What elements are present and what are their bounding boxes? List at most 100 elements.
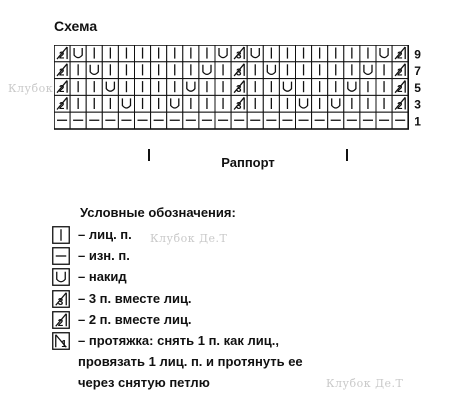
chart-cell-k [166,45,184,63]
chart-cell-yo [198,61,216,80]
chart-cell-k [311,94,329,113]
legend-item-text: – 3 п. вместе лиц. [78,291,192,306]
chart-cell-k3tog: 3 [230,94,248,113]
chart-cell-k [150,78,168,96]
chart-cell-k [134,78,152,96]
chart-cell-k [327,78,345,96]
chart-cell-k [359,94,377,113]
chart-cell-k [295,45,313,63]
legend-item-text: – 2 п. вместе лиц. [78,312,192,327]
chart-cell-yo [182,78,200,96]
chart-cell-yo [85,61,103,80]
chart-cell-k [182,45,200,63]
chart-cell-p [134,111,152,130]
chart-cell-yo [327,94,345,113]
chart-cell-p [343,111,361,130]
chart-cell-p [214,111,232,130]
chart-cell-k [182,94,200,113]
chart-cell-k [117,78,136,96]
chart-cell-k [134,61,152,80]
chart-cell-yo [375,45,393,63]
legend-item: через снятую петлю [52,374,210,392]
chart-cell-k [101,61,119,80]
legend-item: 3 – 3 п. вместе лиц. [52,290,192,308]
legend-indent [52,374,70,392]
legend-item-text: – изн. п. [78,248,130,263]
chart-cell-p [391,111,409,130]
chart-cell-k [311,78,329,96]
chart-cell-k [262,78,280,96]
chart-cell-k3tog: 3 [230,78,248,96]
chart-cell-p [54,111,71,130]
svg-text:2: 2 [397,67,402,78]
chart-cell-p [85,111,103,130]
chart-cell-k2tog: 2 [391,94,409,113]
chart-cell-k [214,94,232,113]
chart-cell-k [198,78,216,96]
svg-text:2: 2 [397,101,402,112]
chart-cell-yo [246,45,264,63]
chart-cell-k2tog: 2 [54,61,71,80]
legend-indent [52,353,70,371]
chart-cell-k [214,61,232,80]
chart-cell-k [278,94,296,113]
row-number: 3 [414,98,421,112]
chart-cell-p [230,111,248,130]
chart-cell-p [69,111,87,130]
chart-cell-k3tog: 3 [230,61,248,80]
k3tog-symbol-icon: 3 [52,290,70,308]
chart-cell-k [85,94,103,113]
chart-cell-k [375,94,393,113]
chart-cell-k [311,61,329,80]
chart-cell-k [295,61,313,80]
chart-cell-k [278,45,296,63]
svg-text:2: 2 [59,51,64,62]
slip-knit-pass-symbol-icon: 1 [52,332,70,350]
chart-cell-p [278,111,296,130]
chart-cell-yo [101,78,119,96]
svg-text:2: 2 [397,51,402,62]
chart-cell-p [166,111,184,130]
legend-item: – накид [52,268,127,286]
chart-cell-k [101,45,119,63]
row-number: 1 [414,115,421,129]
watermark: Клубок Де.Т [150,232,228,245]
chart-cell-k2tog: 2 [391,78,409,96]
chart-cell-k [246,94,264,113]
chart-cell-k [375,61,393,80]
chart-cell-k2tog: 2 [54,94,71,113]
legend-item-text: – лиц. п. [78,227,132,242]
rapport-bracket [148,149,348,161]
chart-cell-k [343,45,361,63]
chart-cell-k [69,94,87,113]
chart-cell-k [69,78,87,96]
chart-cell-yo [166,94,184,113]
chart-cell-k [327,45,345,63]
chart-cell-k [117,45,136,63]
chart-cell-p [262,111,280,130]
chart-cell-k [343,61,361,80]
chart-cell-yo [295,94,313,113]
svg-text:2: 2 [397,84,402,95]
legend-item: – изн. п. [52,247,130,265]
chart-cell-k [359,45,377,63]
k2tog-symbol-icon: 2 [52,311,70,329]
chart-cell-p [359,111,377,130]
chart-cell-k [375,78,393,96]
row-number: 7 [414,64,421,78]
chart-cell-k [295,78,313,96]
row-number: 5 [414,81,421,95]
chart-cell-k [198,45,216,63]
svg-text:3: 3 [236,101,242,112]
row-number: 9 [414,47,421,61]
chart-cell-p [182,111,200,130]
chart-cell-k [134,94,152,113]
chart-cell-yo [359,61,377,80]
chart-cell-k2tog: 2 [54,45,71,63]
legend-item-text: – протяжка: снять 1 п. как лиц., [78,333,279,348]
chart-cell-p [198,111,216,130]
chart-cell-k [101,94,119,113]
chart-border [54,45,410,130]
legend-item: 1 – протяжка: снять 1 п. как лиц., [52,332,279,350]
